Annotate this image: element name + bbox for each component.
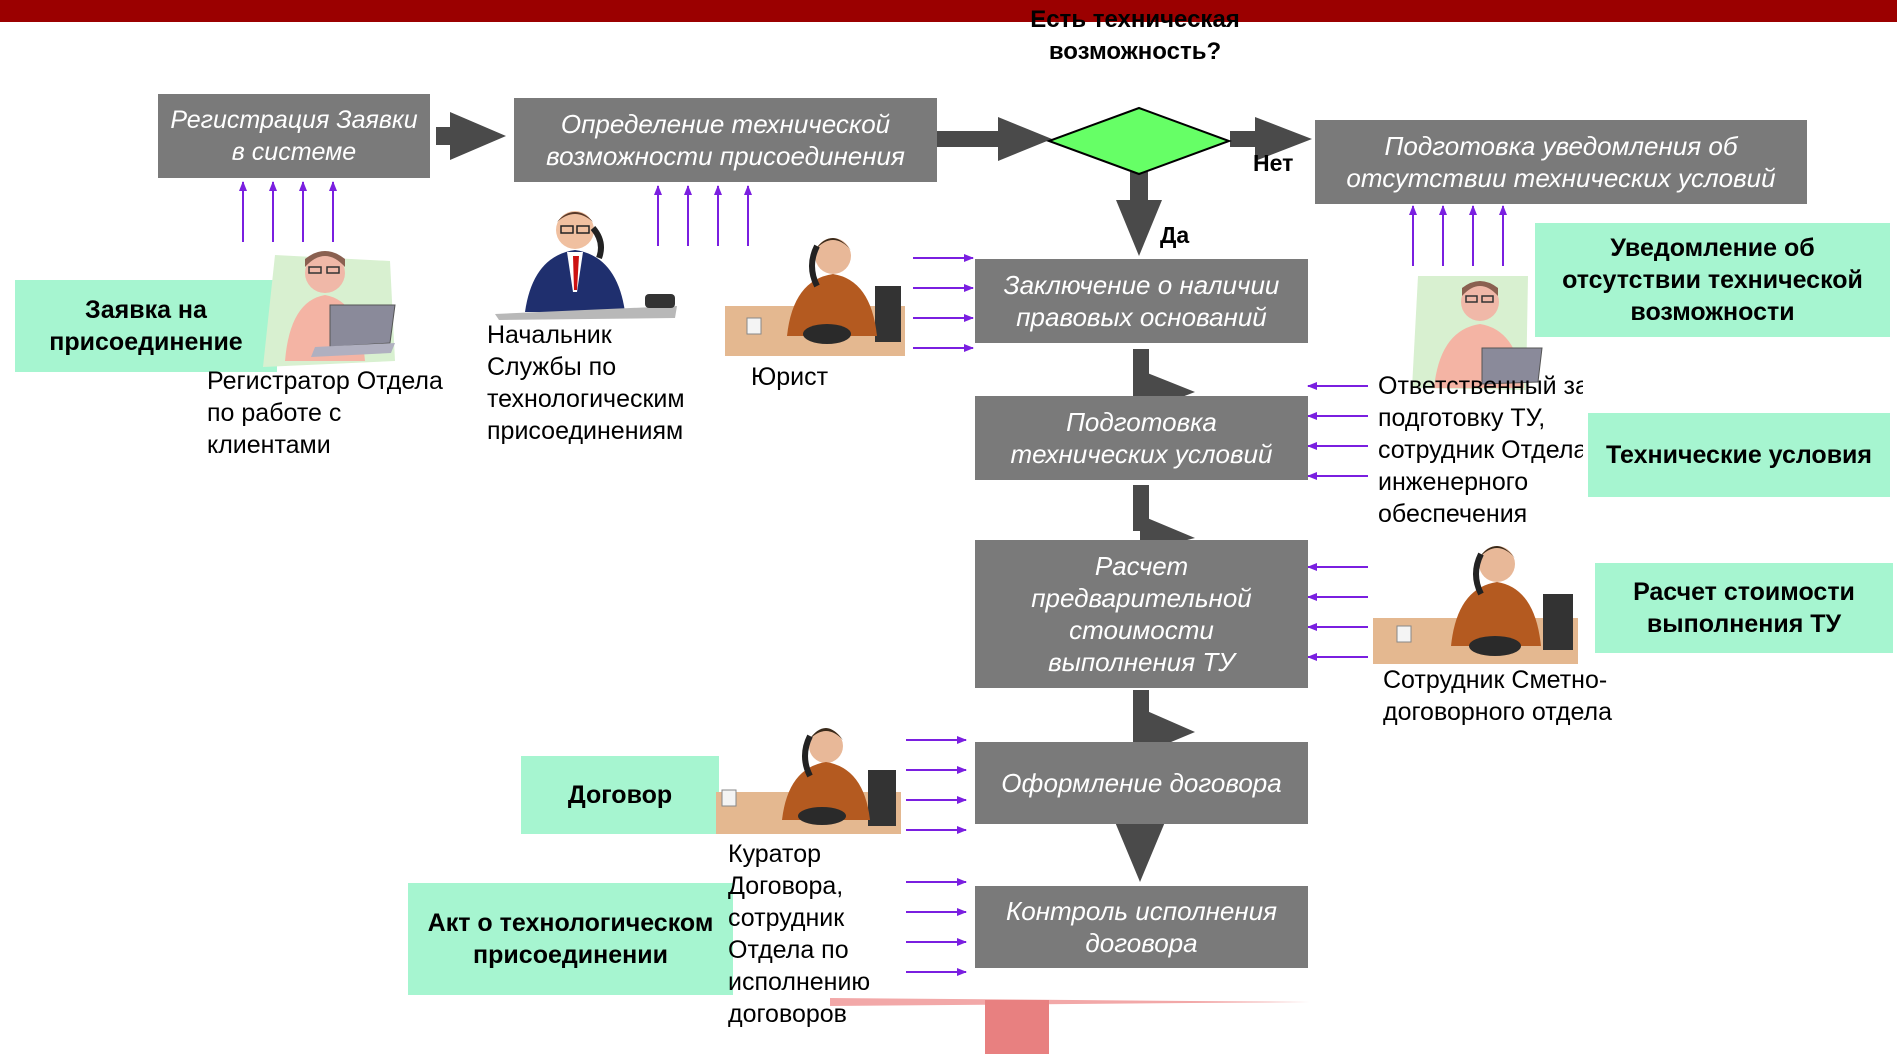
- bottom-fade: [830, 998, 1310, 1054]
- process-contract-control: Контроль исполнения договора: [975, 886, 1308, 968]
- flow-arrow-shaft: [937, 131, 1003, 147]
- role-estimator: Сотрудник Сметно- договорного отдела: [1383, 666, 1613, 726]
- process-tech-conditions: Подготовка технических условий: [975, 396, 1308, 480]
- decision-no-label: Нет: [1253, 150, 1294, 176]
- doc-application: Заявка на присоединение: [15, 280, 277, 372]
- decision-yes-label: Да: [1160, 222, 1190, 248]
- role-lawyer: Юрист: [751, 363, 829, 391]
- doc-contract: Договор: [521, 756, 719, 834]
- role-responsible: Ответственный за подготовку ТУ, сотрудни…: [1378, 372, 1583, 528]
- role-curator: Куратор Договора, сотрудник Отдела по ис…: [728, 840, 871, 1028]
- role-registrar: Регистратор Отдела по работе с клиентами: [207, 367, 443, 459]
- role-arrows: [239, 181, 1507, 976]
- doc-act: Акт о технологическом присоединении: [408, 883, 733, 995]
- person-at-laptop-icon: [263, 251, 396, 367]
- doc-notice: Уведомление об отсутствии технической во…: [1535, 223, 1890, 337]
- process-cost-estimate: Расчет предварительной стоимости выполне…: [975, 540, 1308, 688]
- doc-tech-conditions: Технические условия: [1588, 413, 1890, 497]
- person-at-laptop-icon: [1412, 276, 1543, 390]
- top-banner: [0, 0, 1897, 22]
- person-on-phone-at-desk-icon: [1373, 546, 1578, 664]
- decision-question: Есть техническая возможность?: [1030, 6, 1240, 65]
- businessman-on-phone-icon: [495, 211, 677, 320]
- person-on-phone-at-desk-icon: [725, 238, 905, 356]
- flow-arrow-head: [998, 117, 1052, 161]
- flow-arrow-head: [450, 112, 506, 160]
- process-no-conditions-notice: Подготовка уведомления об отсутствии тех…: [1315, 120, 1807, 204]
- role-head: Начальник Службы по технологическим прис…: [487, 321, 685, 445]
- process-legal-grounds: Заключение о наличии правовых оснований: [975, 259, 1308, 343]
- process-tech-possibility: Определение технической возможности прис…: [514, 98, 937, 182]
- process-registration: Регистрация Заявки в системе: [158, 94, 430, 178]
- process-contract: Оформление договора: [975, 742, 1308, 824]
- decision-diamond: [1046, 106, 1232, 176]
- doc-cost: Расчет стоимости выполнения ТУ: [1595, 563, 1893, 653]
- person-on-phone-at-desk-icon: [716, 728, 901, 834]
